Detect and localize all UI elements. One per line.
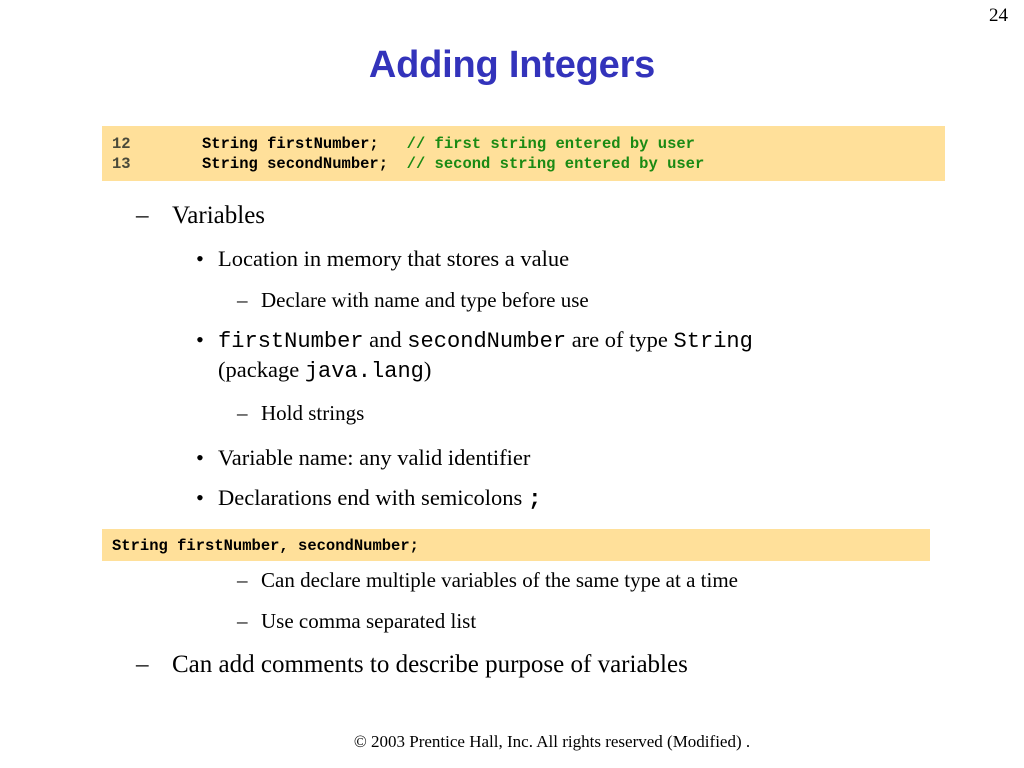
outline-item-types: • firstNumber and secondNumber are of ty… — [196, 326, 938, 386]
dash-marker-icon: – — [136, 202, 149, 229]
outline-item-label: Can add comments to describe purpose of … — [172, 651, 688, 678]
outline-item-add-comments: – Can add comments to describe purpose o… — [136, 650, 688, 680]
code-block-listing: 12 String firstNumber; // first string en… — [102, 126, 945, 181]
code-term-java-lang: java.lang — [304, 359, 424, 384]
outline-item-label: Declare with name and type before use — [261, 288, 589, 312]
outline-item-label: Use comma separated list — [261, 609, 477, 633]
bullet-marker-icon: • — [196, 246, 204, 271]
outline-item-label: Hold strings — [261, 401, 365, 425]
copyright-text: © 2003 Prentice Hall, Inc. All rights re… — [353, 732, 751, 751]
code-gap — [379, 135, 407, 153]
outline-text-fragment: ) — [423, 357, 432, 382]
dash-marker-icon: – — [237, 288, 248, 312]
outline-text-fragment: Declarations end with semicolons — [218, 485, 528, 510]
code-line-comment: // second string entered by user — [406, 155, 705, 173]
copyright-footer: © 2003 Prentice Hall, Inc. All rights re… — [0, 732, 1024, 752]
outline-item-semicolons: • Declarations end with semicolons ; — [196, 484, 541, 513]
outline-item-label: Variable name: any valid identifier — [218, 445, 531, 470]
page-number: 24 — [989, 5, 1008, 26]
outline-item-variable-name: • Variable name: any valid identifier — [196, 444, 530, 472]
outline-text-fragment: (package — [218, 357, 305, 382]
outline-item-hold-strings: – Hold strings — [237, 400, 364, 426]
dash-marker-icon: – — [237, 568, 248, 592]
code-declaration-text: String firstNumber, secondNumber; — [112, 537, 419, 555]
code-gap — [388, 155, 407, 173]
code-line: 12 String firstNumber; // first string en… — [112, 134, 695, 154]
outline-item-label: firstNumber and secondNumber are of type… — [218, 326, 938, 386]
code-line-number: 12 — [112, 135, 131, 153]
code-declaration-band: String firstNumber, secondNumber; — [102, 529, 930, 561]
code-line-source: String secondNumber; — [202, 155, 389, 173]
outline-text-fragment: and — [363, 327, 408, 352]
outline-item-declare: – Declare with name and type before use — [237, 287, 589, 313]
bullet-marker-icon: • — [196, 485, 204, 510]
page-title: Adding Integers — [368, 44, 656, 86]
outline-item-multiple-variables: – Can declare multiple variables of the … — [237, 567, 738, 593]
outline-item-label: Can declare multiple variables of the sa… — [261, 568, 738, 592]
outline-item-label: Location in memory that stores a value — [218, 246, 570, 271]
outline-item-variables: – Variables — [136, 201, 265, 231]
code-term-first-number: firstNumber — [218, 329, 364, 354]
dash-marker-icon: – — [237, 401, 248, 425]
bullet-marker-icon: • — [196, 327, 204, 352]
code-line-source: String firstNumber; — [202, 135, 379, 153]
code-term-string: String — [673, 329, 753, 354]
dash-marker-icon: – — [136, 651, 149, 678]
bullet-marker-icon: • — [196, 445, 204, 470]
code-term-second-number: secondNumber — [407, 329, 567, 354]
outline-item-location: • Location in memory that stores a value — [196, 245, 569, 273]
outline-item-label: Variables — [172, 202, 266, 229]
outline-text-fragment: are of type — [566, 327, 674, 352]
dash-marker-icon: – — [237, 609, 248, 633]
code-line-number: 13 — [112, 155, 131, 173]
outline-item-label: Declarations end with semicolons ; — [218, 484, 541, 513]
outline-item-comma-list: – Use comma separated list — [237, 608, 476, 634]
code-line: 13 String secondNumber; // second string … — [112, 154, 704, 174]
code-term-semicolon: ; — [527, 486, 542, 512]
code-line-comment: // first string entered by user — [406, 135, 695, 153]
